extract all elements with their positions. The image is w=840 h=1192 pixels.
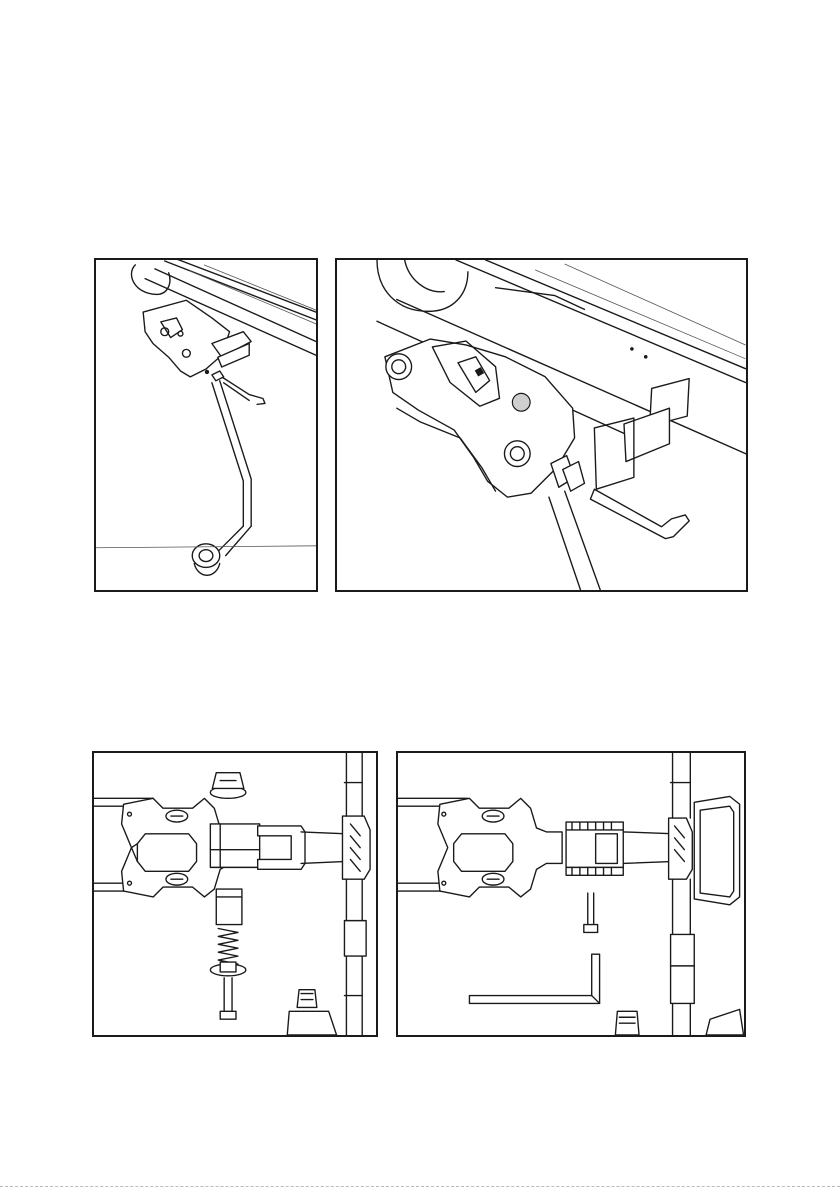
hinge-assembled-illustration bbox=[398, 753, 744, 1035]
page-bottom-edge bbox=[0, 1186, 840, 1187]
figure-pedal-arm-install bbox=[94, 258, 318, 592]
hinge-exploded-illustration bbox=[94, 753, 376, 1035]
bracket-closeup-illustration bbox=[337, 260, 746, 590]
figure-hinge-assembled bbox=[396, 751, 746, 1037]
figure-bracket-closeup bbox=[335, 258, 748, 592]
figure-hinge-exploded bbox=[92, 751, 378, 1037]
pedal-arm-illustration bbox=[96, 260, 316, 590]
